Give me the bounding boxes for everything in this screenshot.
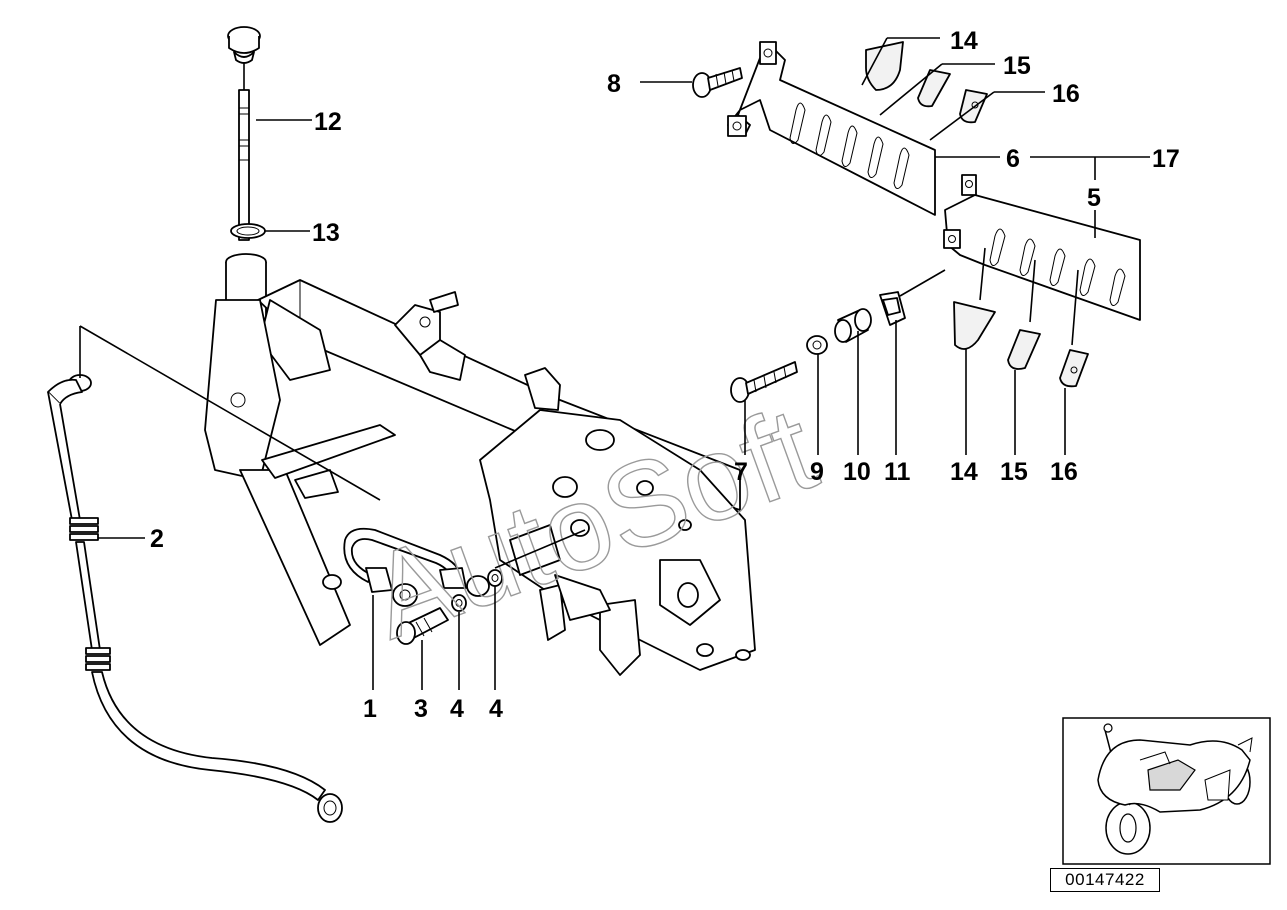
callout-5: 5 [1087,184,1101,212]
oil-line-part [47,374,343,823]
reference-number: 00147422 [1050,868,1160,892]
screw-7 [730,361,798,403]
callout-1: 1 [363,695,377,723]
insulation-pad-15 [917,69,1041,370]
callout-9: 9 [810,458,824,486]
frame-part [204,253,756,676]
callout-10: 10 [843,458,871,486]
insulation-pad-16 [959,89,1089,388]
screw-8 [692,67,743,98]
callout-labels: 12 13 2 1 3 4 4 8 14 15 16 6 17 5 7 9 10… [150,27,1180,723]
callout-13: 13 [312,219,340,247]
dipstick-part [227,26,261,241]
leader-lines [79,37,1150,690]
clip-nut-11 [879,291,906,326]
callout-12: 12 [314,108,342,136]
callout-4-a: 4 [450,695,464,723]
callout-16-a: 16 [1052,80,1080,108]
callout-15-b: 15 [1000,458,1028,486]
heat-shield-lower [943,174,1141,321]
callout-8: 8 [607,70,621,98]
callout-14-a: 14 [950,27,978,55]
callout-6: 6 [1006,145,1020,173]
callout-15-a: 15 [1003,52,1031,80]
callout-14-b: 14 [950,458,978,486]
callout-11: 11 [884,458,911,486]
motorcycle-locator-thumbnail [1062,717,1271,865]
heat-shield-upper [727,41,936,216]
callout-4-b: 4 [489,695,503,723]
washer-9 [806,335,828,355]
banjo-bolt-part [396,607,449,645]
callout-2: 2 [150,525,164,553]
callout-3: 3 [414,695,428,723]
insulation-pad-14 [865,41,996,350]
seal-ring-part [230,223,266,239]
washer-part [451,569,503,612]
banjo-line-part [343,527,490,607]
callout-7: 7 [734,458,748,486]
spacer-10 [834,308,872,343]
callout-17: 17 [1152,145,1180,173]
callout-16-b: 16 [1050,458,1078,486]
